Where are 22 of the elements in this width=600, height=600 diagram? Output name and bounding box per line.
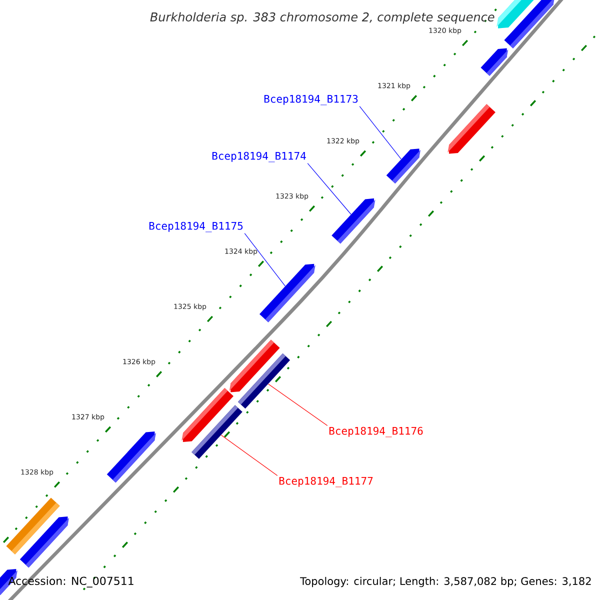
gene-feature [386, 148, 421, 184]
leader-line [244, 233, 286, 286]
leader-line [220, 434, 278, 476]
gene-feature [448, 104, 496, 154]
gene-feature [480, 48, 508, 76]
gene-label: Bcep18194_B1173 [264, 94, 358, 106]
gene-feature [192, 405, 242, 459]
summary-text: Topology: circular; Length: 3,587,082 bp; Genes: 3,182 [300, 576, 591, 588]
gene-feature [20, 516, 70, 568]
gene-feature [238, 353, 290, 409]
gene-feature [504, 0, 555, 48]
gene-feature [259, 264, 316, 322]
leader-line [268, 384, 328, 426]
leader-line [359, 106, 402, 160]
gene-label: Bcep18194_B1177 [279, 476, 373, 488]
gene-label: Bcep18194_B1174 [212, 152, 306, 162]
title: Burkholderia sp. 383 chromosome 2, complete sequence [150, 12, 494, 24]
gene-label: Bcep18194_B1175 [149, 222, 243, 232]
gene-feature [332, 198, 376, 244]
gene-feature [106, 432, 156, 483]
gene-label: Bcep18194_B1176 [329, 426, 423, 438]
leader-line [307, 163, 352, 215]
